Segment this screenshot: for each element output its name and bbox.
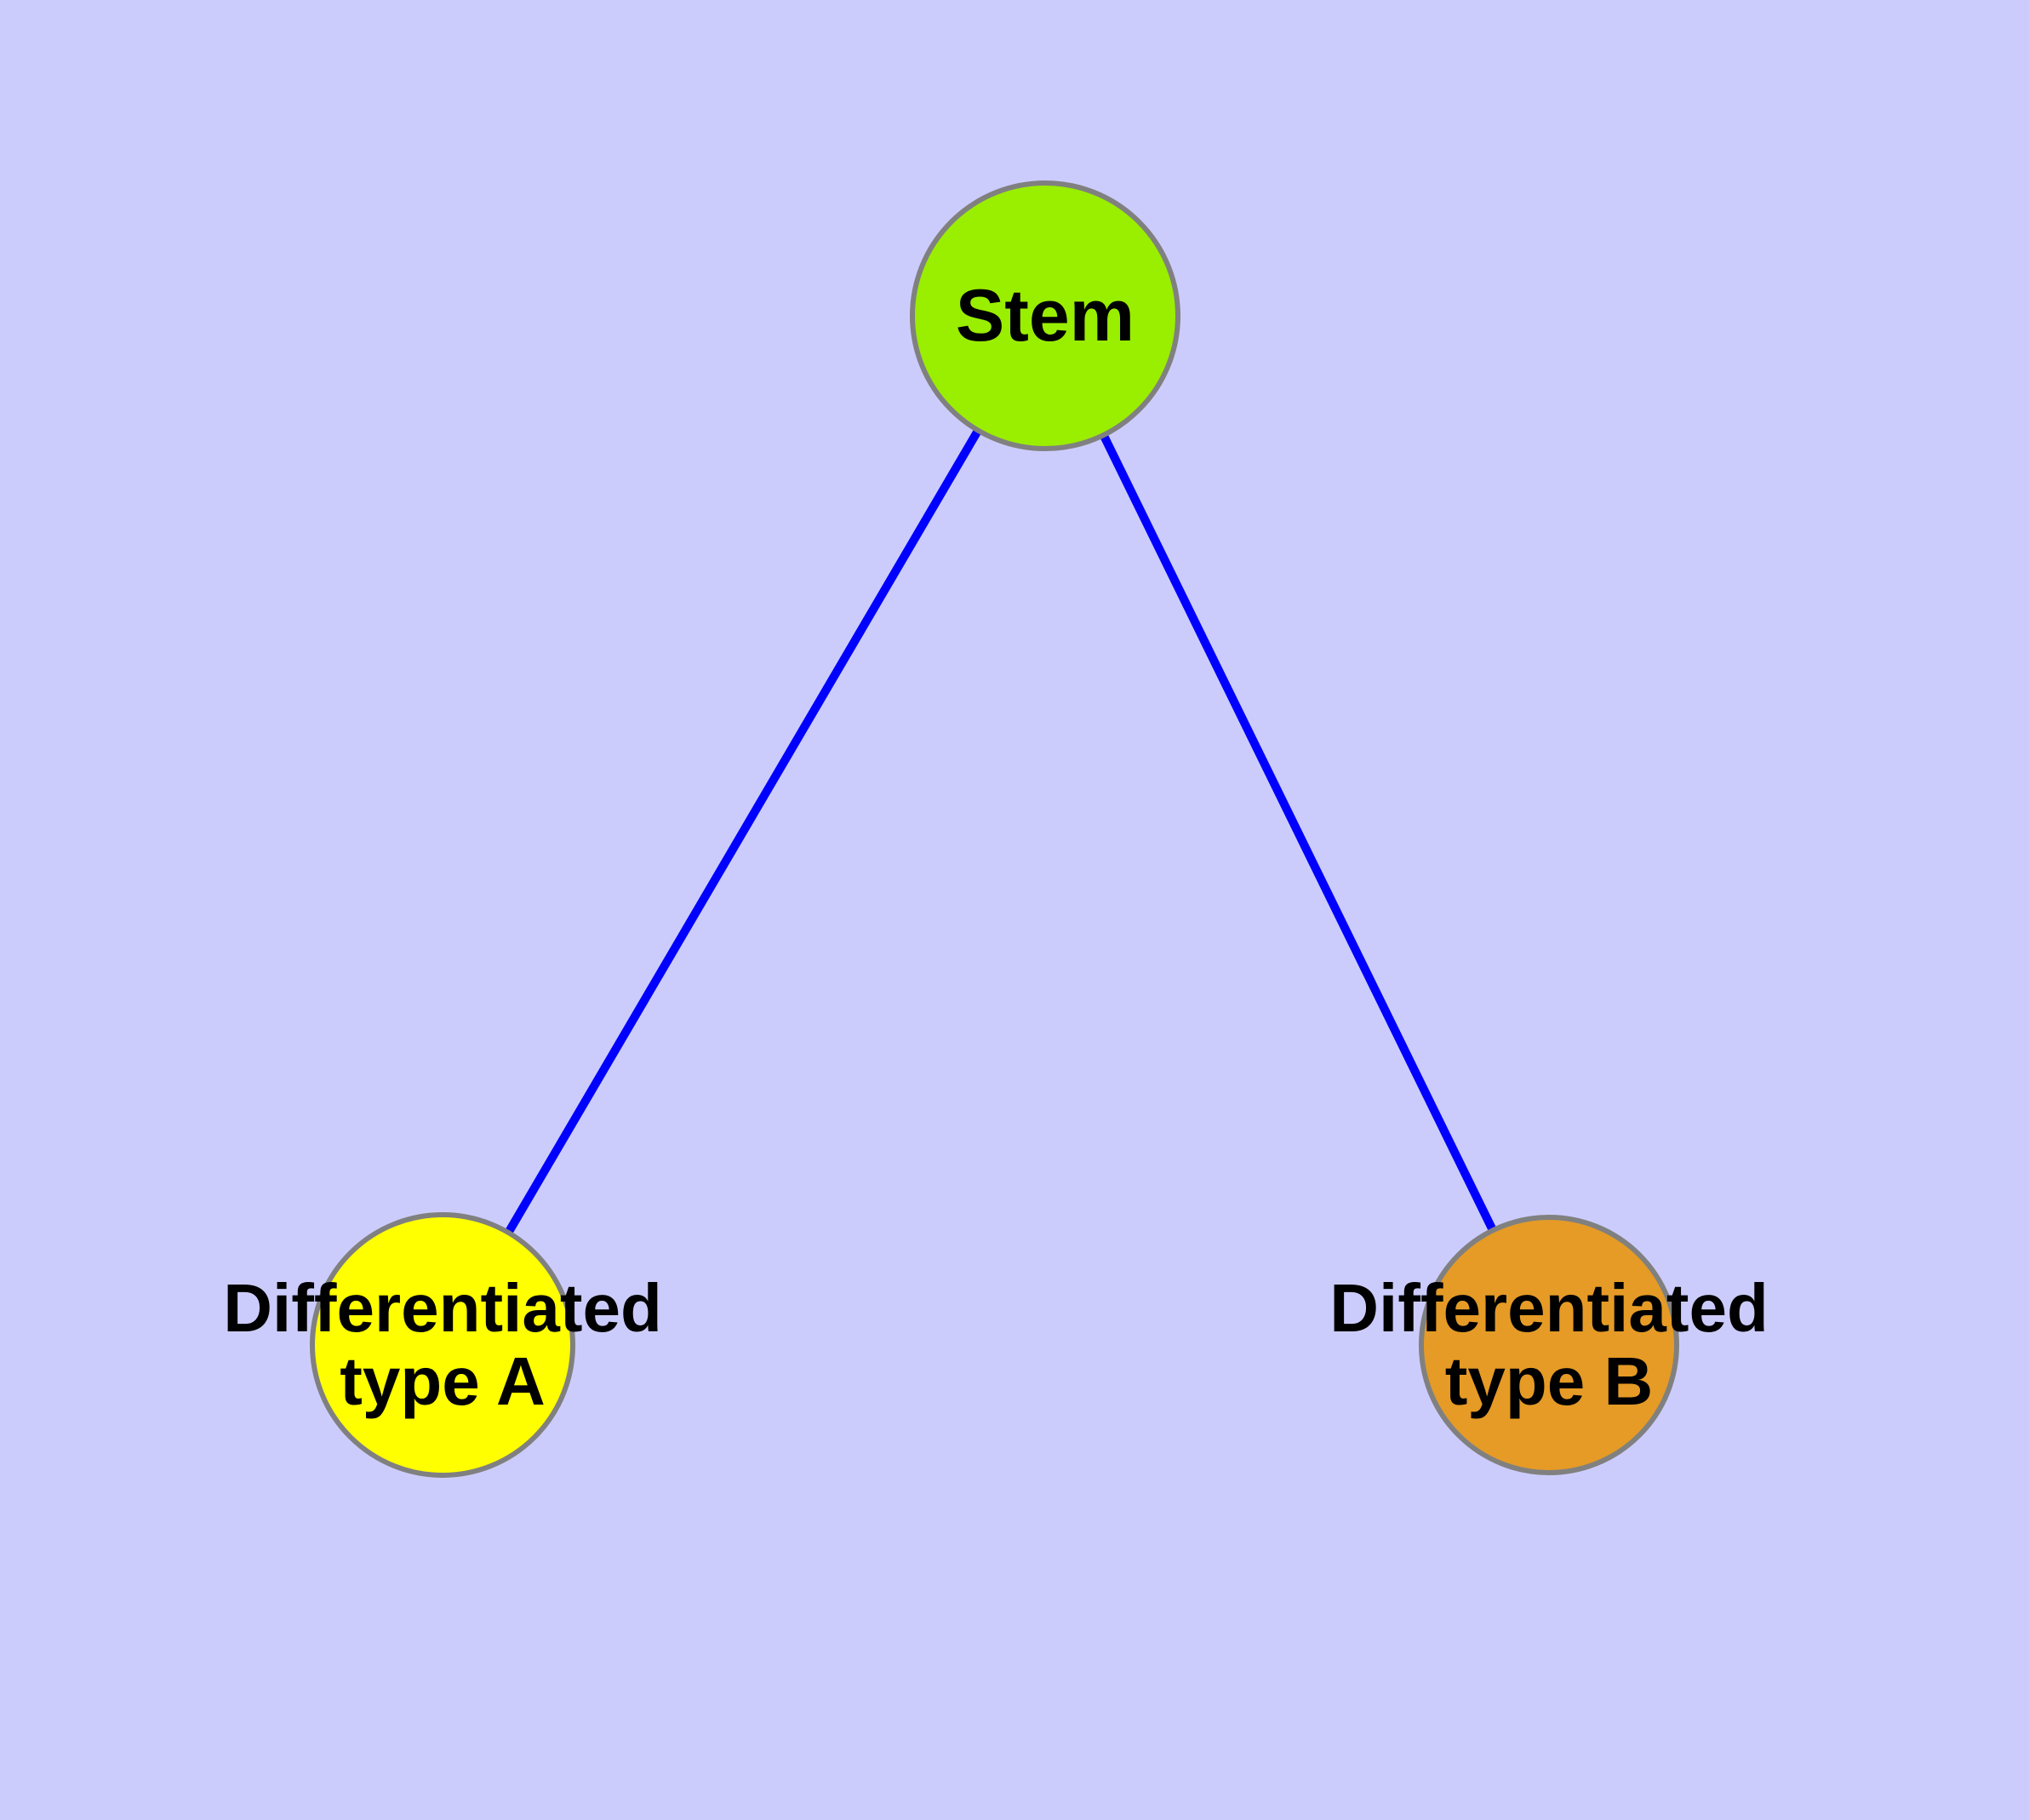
edge-stem-to-differentiated-type-b[interactable] (1094, 422, 1499, 1236)
node-differentiated-type-a[interactable] (310, 1212, 575, 1478)
edge-layer (502, 418, 1499, 1238)
node-stem[interactable] (910, 180, 1180, 451)
node-layer (310, 180, 1679, 1478)
edge-stem-to-differentiated-type-a[interactable] (502, 418, 988, 1238)
node-differentiated-type-b[interactable] (1419, 1215, 1679, 1475)
